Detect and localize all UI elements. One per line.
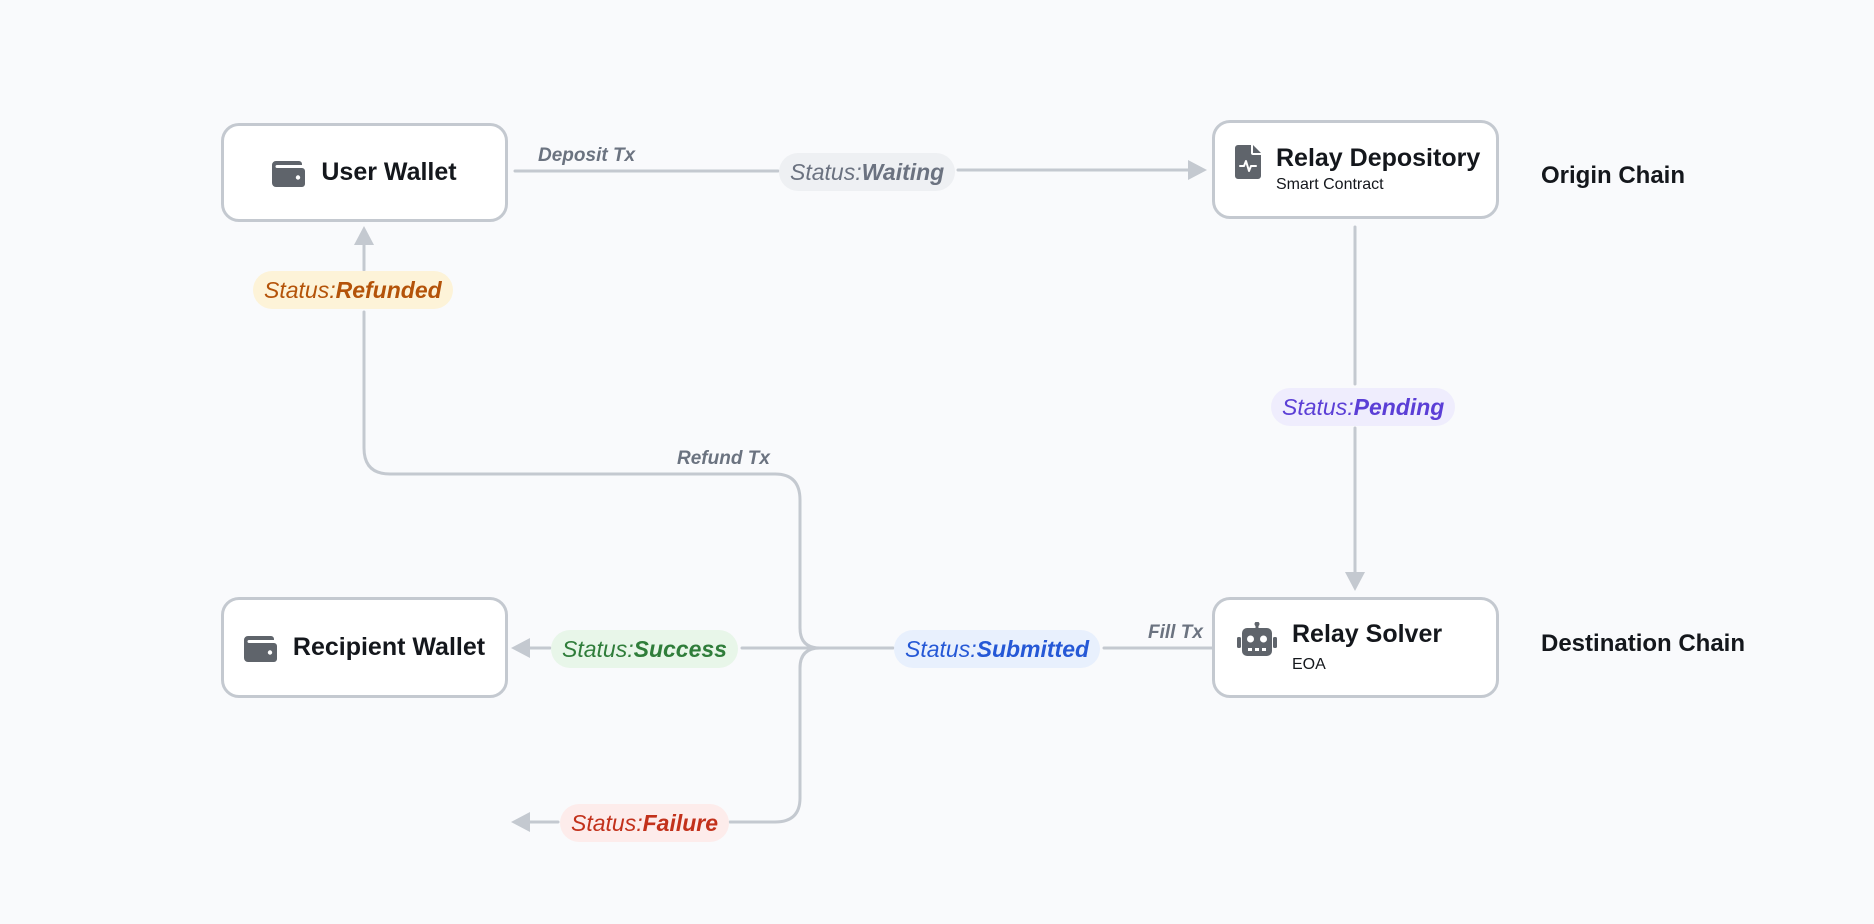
robot-icon xyxy=(1237,622,1277,656)
relay-solver-node[interactable]: Relay Solver EOA xyxy=(1212,597,1499,698)
wallet-icon xyxy=(243,635,277,662)
arrowhead-failure xyxy=(511,812,530,832)
relay-depository-subtitle: Smart Contract xyxy=(1276,176,1384,194)
status-value: Submitted xyxy=(976,635,1090,662)
user-wallet-node[interactable]: User Wallet xyxy=(221,123,508,222)
status-waiting-badge: Status:Waiting xyxy=(779,153,956,191)
relay-solver-subtitle: EOA xyxy=(1292,656,1326,674)
status-value: Pending xyxy=(1353,393,1445,420)
destination-chain-label: Destination Chain xyxy=(1541,630,1746,657)
relay-depository-title: Relay Depository xyxy=(1276,143,1481,172)
origin-chain-label: Origin Chain xyxy=(1541,162,1685,189)
deposit-connector xyxy=(513,168,1192,173)
status-pending-badge: Status:Pending xyxy=(1271,388,1456,426)
status-value: Success xyxy=(633,635,727,662)
refund-tx-label: Refund Tx xyxy=(677,448,770,469)
user-wallet-title: User Wallet xyxy=(321,157,457,186)
arrowhead-solver xyxy=(1345,572,1365,591)
status-success-badge: Status:Success xyxy=(551,630,738,668)
relay-solver-title: Relay Solver xyxy=(1292,619,1443,648)
wallet-icon xyxy=(272,160,306,187)
junction-curve-down xyxy=(773,646,822,824)
status-prefix: Status: xyxy=(562,635,634,662)
arrowhead-user-wallet xyxy=(354,226,374,245)
status-prefix: Status: xyxy=(905,635,977,662)
status-prefix: Status: xyxy=(571,809,643,836)
status-value: Failure xyxy=(642,809,719,836)
arrowhead-recipient-wallet xyxy=(511,638,530,658)
status-value: Refunded xyxy=(335,276,442,303)
status-prefix: Status: xyxy=(1282,393,1354,420)
document-icon xyxy=(1235,145,1261,179)
relay-depository-node[interactable]: Relay Depository Smart Contract xyxy=(1212,120,1499,219)
status-value: Waiting xyxy=(861,158,945,185)
recipient-wallet-node[interactable]: Recipient Wallet xyxy=(221,597,508,698)
recipient-wallet-title: Recipient Wallet xyxy=(292,632,486,661)
arrowhead-depository xyxy=(1188,160,1207,180)
deposit-tx-label: Deposit Tx xyxy=(538,145,636,166)
junction-curve-up xyxy=(773,472,822,650)
status-failure-badge: Status:Failure xyxy=(560,804,730,842)
fill-tx-label: Fill Tx xyxy=(1148,622,1203,643)
status-refunded-badge: Status:Refunded xyxy=(253,271,453,309)
status-prefix: Status: xyxy=(790,158,862,185)
status-prefix: Status: xyxy=(264,276,336,303)
status-submitted-badge: Status:Submitted xyxy=(894,630,1101,668)
